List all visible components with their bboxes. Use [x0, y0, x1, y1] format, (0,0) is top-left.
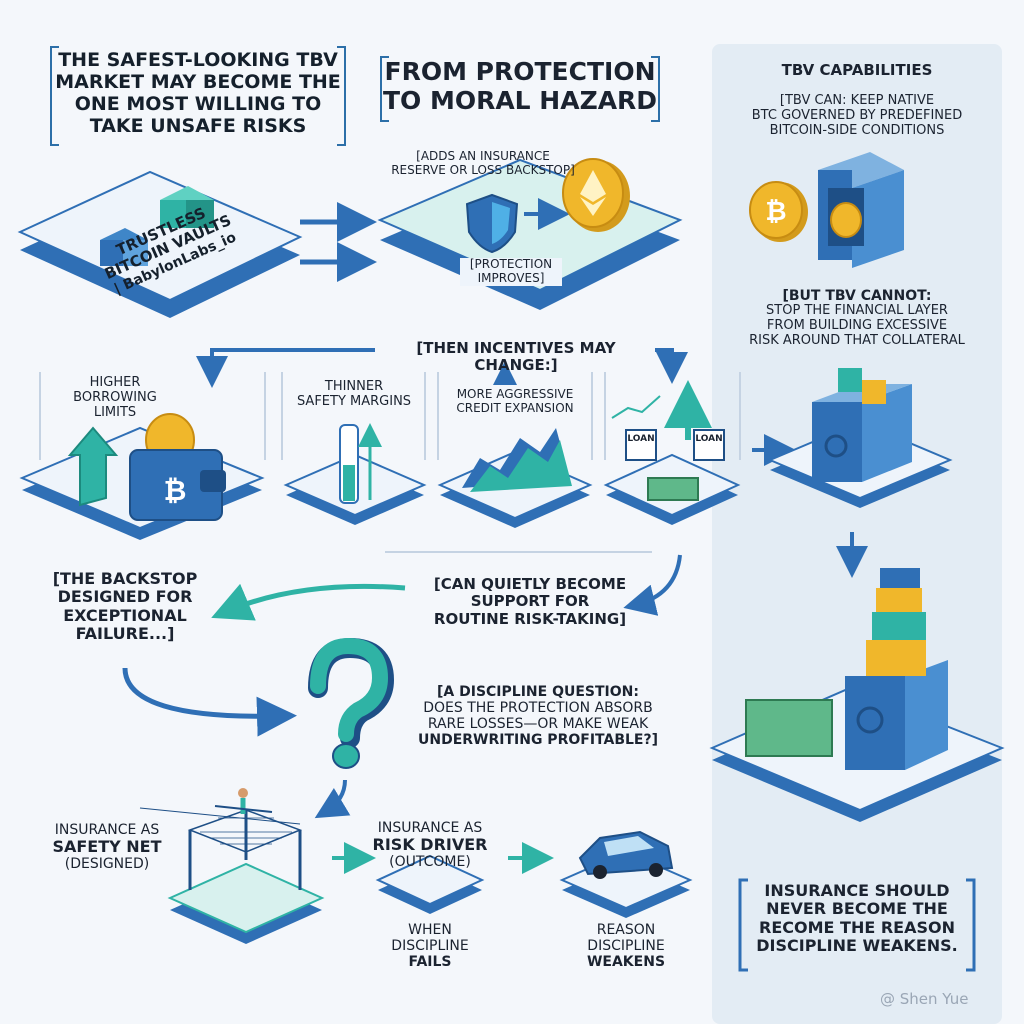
stacked-risk-tower: [709, 568, 1005, 822]
loan-doc-label: LOAN: [695, 434, 723, 444]
label-line: LIMITS: [93, 404, 137, 420]
insurance-reserve-label: [ADDS AN INSURANCE RESERVE OR LOSS BACKS…: [352, 149, 614, 178]
label-line: RESERVE OR LOSS BACKSTOP]: [391, 162, 575, 177]
label-line: EXCEPTIONAL: [63, 605, 187, 625]
insurance-platform: [377, 158, 683, 310]
label-line: INSURANCE SHOULD: [764, 881, 950, 900]
label-line: REASON: [596, 922, 656, 938]
label-line: RISK AROUND THAT COLLATERAL: [749, 332, 965, 348]
label-line: FAILS: [408, 954, 452, 971]
label-line: MORE AGGRESSIVE: [456, 387, 574, 401]
car-icon: [578, 830, 674, 879]
label-line: WHEN: [408, 922, 452, 938]
label-line: FROM BUILDING EXCESSIVE: [766, 318, 948, 334]
label-line: DESIGNED FOR: [57, 587, 193, 607]
reason-discipline-weakens-label: REASON DISCIPLINE WEAKENS: [566, 922, 686, 970]
incentives-heading: [THEN INCENTIVES MAY CHANGE:]: [416, 339, 616, 375]
label-line: [BUT TBV CANNOT:: [782, 288, 932, 304]
loan-platform: [603, 380, 741, 525]
discipline-question: [A DISCIPLINE QUESTION: DOES THE PROTECT…: [398, 684, 678, 748]
label-line: BTC GOVERNED BY PREDEFINED: [751, 107, 963, 123]
headline-line: TAKE UNSAFE RISKS: [89, 114, 307, 137]
loan-doc-label: LOAN: [627, 434, 655, 444]
incentive-connectors: [196, 348, 688, 388]
label-line: CREDIT EXPANSION: [456, 400, 574, 415]
wallet-icon: ₿: [129, 413, 226, 521]
label-line: [CAN QUIETLY BECOME: [433, 575, 627, 593]
backstop-left-text: [THE BACKSTOP DESIGNED FOR EXCEPTIONAL F…: [30, 569, 220, 644]
thermometer-platform: [283, 423, 427, 525]
label-line: INSURANCE AS: [377, 820, 483, 836]
label-line: THINNER: [324, 379, 384, 394]
label-line: (OUTCOME): [389, 854, 471, 871]
label-line: SUPPORT FOR: [470, 592, 590, 611]
label-line: RARE LOSSES—OR MAKE WEAK: [427, 716, 649, 733]
tbv-cannot-text: [BUT TBV CANNOT: STOP THE FINANCIAL LAYE…: [720, 288, 994, 349]
label-line: IMPROVES]: [477, 270, 545, 285]
backstop-arrows: [122, 551, 682, 737]
main-title-box: FROM PROTECTION TO MORAL HAZARD: [380, 56, 660, 122]
question-heading: [A DISCIPLINE QUESTION:: [437, 684, 639, 700]
label-line: SAFETY MARGINS: [296, 393, 412, 409]
conclusion-brackets: [738, 878, 976, 972]
incentive-label-margins: THINNER SAFETY MARGINS: [284, 379, 424, 410]
flow-arrows-step1: [300, 202, 377, 282]
label-line: DISCIPLINE: [587, 938, 665, 955]
headline-box: THE SAFEST-LOOKING TBV MARKET MAY BECOME…: [50, 46, 346, 146]
when-discipline-fails-label: WHEN DISCIPLINE FAILS: [378, 922, 482, 970]
risk-driver-label: INSURANCE AS RISK DRIVER (OUTCOME): [366, 820, 494, 871]
tbv-can-text: [TBV CAN: KEEP NATIVE BTC GOVERNED BY PR…: [720, 93, 994, 139]
label-line: BITCOIN-SIDE CONDITIONS: [769, 122, 945, 138]
conclusion-text: INSURANCE SHOULD NEVER BECOME THE RECOME…: [748, 881, 966, 956]
credit-chart-platform: [437, 361, 593, 528]
label-line: [PROTECTION: [469, 257, 553, 271]
vault-platform: [17, 170, 303, 318]
label-line: DISCIPLINE: [391, 938, 469, 955]
protection-improves-label: [PROTECTION IMPROVES]: [460, 257, 562, 286]
label-line: NEVER BECOME THE: [766, 899, 948, 919]
label-line: DOES THE PROTECTION ABSORB: [423, 700, 653, 717]
incentive-panel-outlines: [39, 372, 741, 460]
label-line: RECOME THE REASON: [759, 917, 955, 937]
label-line: WEAKENS: [586, 954, 666, 971]
safety-net-label: INSURANCE AS SAFETY NET (DESIGNED): [34, 822, 180, 873]
safety-net-platform: [139, 788, 325, 944]
label-line: FAILURE...]: [75, 624, 175, 644]
label-line: DISCIPLINE WEAKENS.: [756, 936, 958, 956]
bitcoin-coin-icon: ₿: [749, 181, 808, 242]
main-title-line: TO MORAL HAZARD: [382, 85, 658, 115]
label-line: STOP THE FINANCIAL LAYER: [766, 303, 948, 319]
incentive-label-borrowing: HIGHER BORROWING LIMITS: [60, 375, 170, 421]
label-line: INSURANCE AS: [54, 822, 160, 838]
question-mark-icon: [308, 637, 395, 769]
svg-text:₿: ₿: [765, 197, 786, 227]
label-line: [THE BACKSTOP: [52, 569, 198, 588]
main-title-line: FROM PROTECTION: [384, 57, 656, 86]
label-line: [TBV CAN: KEEP NATIVE: [779, 93, 935, 108]
label-line: UNDERWRITING PROFITABLE?]: [417, 732, 658, 749]
label-line: SAFETY NET: [52, 837, 162, 857]
label-line: ROUTINE RISK-TAKING]: [433, 609, 627, 628]
question-down-arrow: [314, 779, 351, 819]
watermark: @ Shen Yue: [880, 990, 969, 1008]
backstop-right-text: [CAN QUIETLY BECOME SUPPORT FOR ROUTINE …: [412, 575, 648, 628]
headline-line: MARKET MAY BECOME THE: [55, 70, 341, 93]
label-line: RISK DRIVER: [372, 835, 488, 855]
label-line: (DESIGNED): [64, 856, 150, 873]
svg-text:₿: ₿: [164, 474, 187, 507]
label-line: BORROWING: [73, 389, 157, 405]
safe-icon: [818, 152, 904, 268]
headline-line: ONE MOST WILLING TO: [74, 92, 322, 115]
headline-line: THE SAFEST-LOOKING TBV: [58, 49, 338, 71]
label-line: HIGHER: [89, 375, 141, 390]
sidebar-vault-platform: [767, 368, 953, 508]
ethereum-coin-icon: [562, 158, 630, 232]
incentive-label-credit: MORE AGGRESSIVE CREDIT EXPANSION: [440, 387, 590, 416]
sidebar-title: TBV CAPABILITIES: [781, 61, 933, 79]
label-line: [ADDS AN INSURANCE: [416, 149, 550, 163]
